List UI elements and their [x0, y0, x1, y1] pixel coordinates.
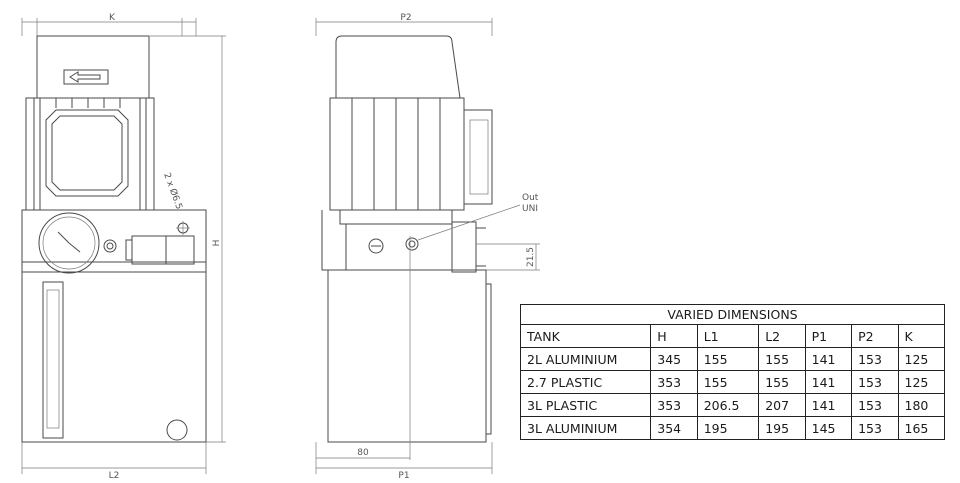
- dim-label-l2: L2: [109, 471, 120, 481]
- cell: 207: [758, 393, 806, 417]
- cell: 3L PLASTIC: [519, 393, 652, 417]
- cell: 165: [897, 416, 945, 440]
- tank-side: [327, 269, 487, 443]
- cell: 353: [650, 370, 698, 394]
- cell: 354: [650, 416, 698, 440]
- dim-label-p2: P2: [400, 13, 411, 23]
- table-header-row: TANK H L1 L2 P1 P2 K: [519, 324, 945, 348]
- cell: 2.7 PLASTIC: [519, 370, 652, 394]
- table-row: 2.7 PLASTIC 353 155 155 141 153 125: [519, 370, 945, 394]
- valve-block: [131, 235, 167, 265]
- fill-plug: [368, 238, 384, 254]
- cell: 155: [696, 370, 760, 394]
- dim-label-h: H: [212, 240, 222, 247]
- table-title: VARIED DIMENSIONS: [520, 304, 945, 324]
- level-gauge: [42, 281, 64, 439]
- table-row: 3L PLASTIC 353 206.5 207 141 153 180: [519, 393, 945, 417]
- cell: 125: [897, 370, 945, 394]
- header-p1: P1: [804, 324, 853, 348]
- cell: 155: [696, 347, 760, 371]
- cell: 141: [804, 347, 853, 371]
- dim-label-21-5: 21.5: [526, 247, 536, 267]
- front-view: K 2 x Ø6.5: [21, 13, 226, 481]
- valve-side: [451, 221, 477, 273]
- dim-label-k: K: [109, 13, 116, 23]
- cell: 153: [851, 347, 899, 371]
- motor-cap: [36, 35, 150, 99]
- cell: 153: [851, 393, 899, 417]
- pressure-gauge: [38, 212, 100, 274]
- tank-body: [21, 271, 207, 443]
- cell: 3L ALUMINIUM: [519, 416, 652, 440]
- cell: 153: [851, 370, 899, 394]
- dim-label-p1: P1: [398, 471, 409, 481]
- cell: 2L ALUMINIUM: [519, 347, 652, 371]
- gauge-needle: [68, 242, 81, 253]
- outlet-label: Out: [522, 193, 539, 203]
- cell: 141: [804, 370, 853, 394]
- terminal-box-side: [463, 109, 493, 205]
- cell: 206.5: [696, 393, 760, 417]
- motor-body-side: [329, 97, 465, 211]
- header-l2: L2: [758, 324, 806, 348]
- table-row: 2L ALUMINIUM 345 155 155 141 153 125: [519, 347, 945, 371]
- outlet-port: [405, 237, 419, 251]
- rotation-arrow-icon: [69, 71, 101, 83]
- cell: 153: [851, 416, 899, 440]
- drain-plug: [166, 419, 188, 441]
- dim-label-80: 80: [357, 448, 369, 458]
- side-view: P2 Out UNI 21.5: [315, 13, 540, 481]
- cell: 145: [804, 416, 853, 440]
- manifold-side: [345, 223, 453, 271]
- hole-spec-label: 2 x Ø6.5: [161, 171, 184, 211]
- cell: 125: [897, 347, 945, 371]
- motor-cap-side: [335, 35, 461, 99]
- motor-body: [25, 97, 155, 211]
- terminal-box: [45, 109, 129, 197]
- outlet-thread-label: UNI: [522, 204, 538, 214]
- header-l1: L1: [696, 324, 760, 348]
- cell: 195: [758, 416, 806, 440]
- cell: 353: [650, 393, 698, 417]
- cell: 155: [758, 370, 806, 394]
- cell: 195: [696, 416, 760, 440]
- varied-dimensions-table: VARIED DIMENSIONS TANK H L1 L2 P1 P2 K 2…: [519, 304, 945, 440]
- cell: 345: [650, 347, 698, 371]
- cell: 180: [897, 393, 945, 417]
- cell: 155: [758, 347, 806, 371]
- table-row: 3L ALUMINIUM 354 195 195 145 153 165: [519, 416, 945, 440]
- header-h: H: [650, 324, 698, 348]
- header-k: K: [897, 324, 945, 348]
- header-p2: P2: [851, 324, 899, 348]
- header-tank: TANK: [519, 324, 652, 348]
- cell: 141: [804, 393, 853, 417]
